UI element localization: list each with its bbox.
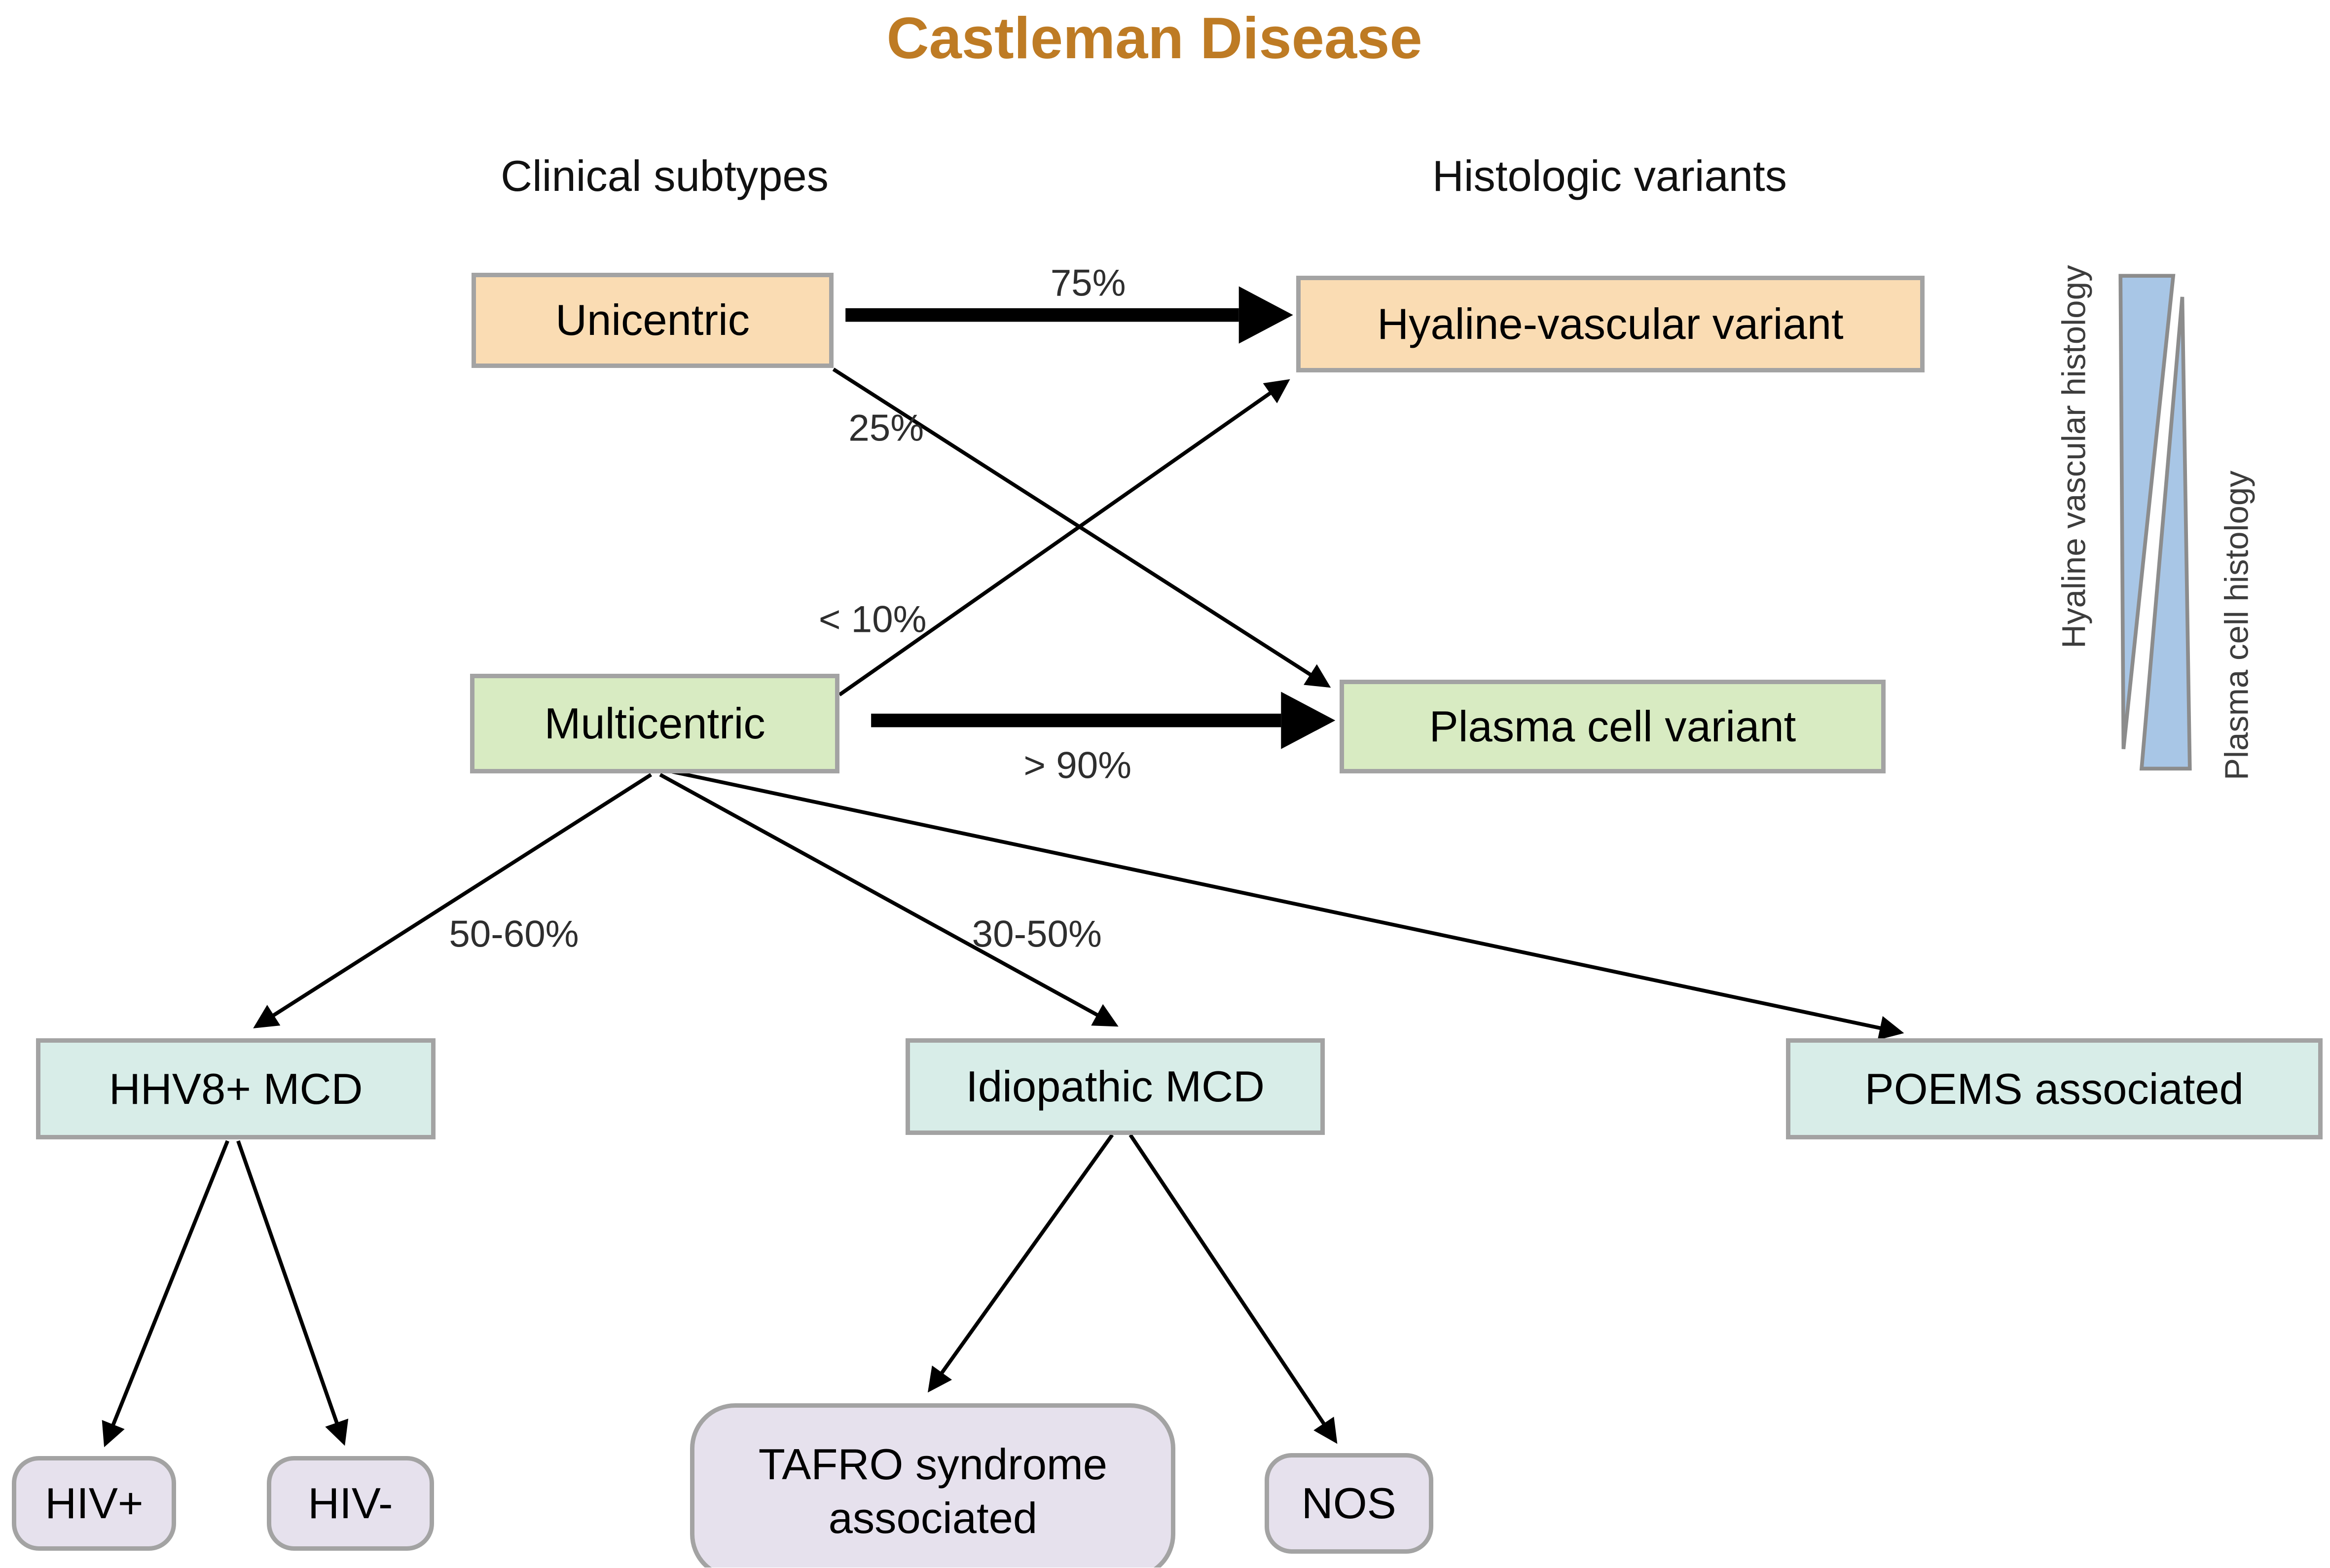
node-poems-associated: POEMS associated xyxy=(1785,1038,2323,1140)
node-hiv-negative: HIV- xyxy=(266,1456,434,1551)
node-multicentric-label: Multicentric xyxy=(544,698,765,748)
edge-hhv8-hivpos xyxy=(102,1140,229,1448)
node-unicentric: Unicentric xyxy=(472,273,834,368)
column-header-histologic-variants: Histologic variants xyxy=(1432,151,1787,200)
edge-label-25: 25% xyxy=(848,407,924,449)
node-hyaline-vascular-variant: Hyaline-vascular variant xyxy=(1296,276,1925,372)
legend-plasma-cell-histology: Plasma cell histology xyxy=(2218,471,2255,780)
arrowhead-multicentric-plasma xyxy=(1281,692,1336,749)
node-plasma-label: Plasma cell variant xyxy=(1429,701,1796,751)
node-multicentric: Multicentric xyxy=(470,673,839,773)
node-plasma-cell-variant: Plasma cell variant xyxy=(1340,680,1886,773)
edge-idiopathic-tafro xyxy=(927,1133,1114,1393)
edge-label-gt90: > 90% xyxy=(1023,744,1132,787)
node-hiv-negative-label: HIV- xyxy=(308,1478,393,1528)
arrowhead-unicentric-hyaline xyxy=(1238,286,1293,344)
edge-label-lt10: < 10% xyxy=(818,598,927,641)
node-tafro-syndrome: TAFRO syndrome associated xyxy=(690,1403,1176,1568)
plasma-histology-wedge xyxy=(2139,296,2192,771)
node-tafro-label: TAFRO syndrome associated xyxy=(758,1440,1108,1542)
edge-multicentric-poems xyxy=(672,769,1904,1040)
node-hhv8-label: HHV8+ MCD xyxy=(109,1064,363,1113)
edge-idiopathic-nos xyxy=(1129,1133,1338,1444)
page-title: Castleman Disease xyxy=(886,5,1422,72)
edge-label-50-60: 50-60% xyxy=(449,913,579,955)
edge-label-75: 75% xyxy=(1050,262,1126,304)
node-idiopathic-label: Idiopathic MCD xyxy=(966,1062,1265,1111)
legend-hyaline-vascular-histology: Hyaline vascular histology xyxy=(2055,265,2092,649)
node-unicentric-label: Unicentric xyxy=(555,295,750,345)
node-hyaline-label: Hyaline-vascular variant xyxy=(1377,299,1844,348)
node-hiv-positive: HIV+ xyxy=(12,1456,177,1551)
node-hiv-positive-label: HIV+ xyxy=(45,1478,144,1528)
column-header-clinical-subtypes: Clinical subtypes xyxy=(501,151,829,200)
node-hhv8-mcd: HHV8+ MCD xyxy=(36,1038,436,1140)
node-poems-label: POEMS associated xyxy=(1864,1064,2244,1113)
edge-hhv8-hivneg xyxy=(236,1140,349,1446)
edge-multicentric-idiopathic xyxy=(659,773,1119,1027)
node-nos: NOS xyxy=(1264,1453,1433,1554)
edge-label-30-50: 30-50% xyxy=(972,913,1102,955)
node-idiopathic-mcd: Idiopathic MCD xyxy=(906,1038,1325,1135)
hyaline-histology-wedge xyxy=(2118,274,2176,750)
node-nos-label: NOS xyxy=(1301,1478,1396,1528)
edge-multicentric-hhv8 xyxy=(253,773,653,1028)
